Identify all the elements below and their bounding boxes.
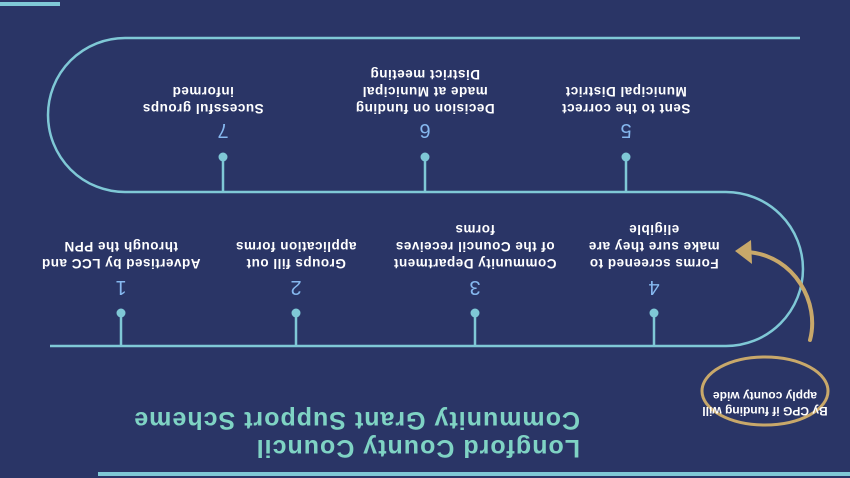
note-circle [700, 355, 830, 427]
step-3-number: 3 [469, 276, 481, 298]
pin-step-7 [218, 152, 228, 192]
step-6-number: 6 [419, 119, 431, 141]
pin-step-1 [116, 308, 126, 346]
step-2-number: 2 [290, 276, 302, 298]
cpg-note: By CPG if funding will apply county wide [702, 389, 828, 418]
pin-step-3 [470, 308, 480, 346]
note-arrow [746, 250, 815, 342]
pin-step-5 [621, 152, 631, 192]
note-arrow-head [735, 240, 752, 264]
step-4-text: Forms screened to make sure they are eli… [588, 222, 720, 271]
step-5-number: 5 [620, 119, 632, 141]
pin-step-4 [649, 308, 659, 346]
step-1-text: Advertised by LCC and through the PPN [41, 239, 201, 271]
top-accent-bar [98, 472, 850, 476]
step-1-number: 1 [115, 276, 127, 298]
step-5-text: Sent to the correct Municipal District [561, 84, 691, 116]
pin-step-6 [420, 152, 430, 192]
title-line-2: Community Grant Support Scheme [133, 406, 580, 434]
step-4-number: 4 [648, 276, 660, 298]
step-3-text: Community Department of the Council rece… [393, 222, 557, 271]
step-2-text: Groups fill out application forms [235, 239, 357, 271]
step-7-number: 7 [217, 119, 229, 141]
page-title: Longford County Council Community Grant … [20, 406, 580, 462]
step-7-text: Sucessful groups informed [142, 84, 264, 116]
title-line-1: Longford County Council [255, 434, 580, 462]
pin-step-2 [291, 308, 301, 346]
bottom-accent-bar [0, 2, 60, 6]
step-6-text: Decision on funding made at Municipal Di… [355, 67, 495, 116]
